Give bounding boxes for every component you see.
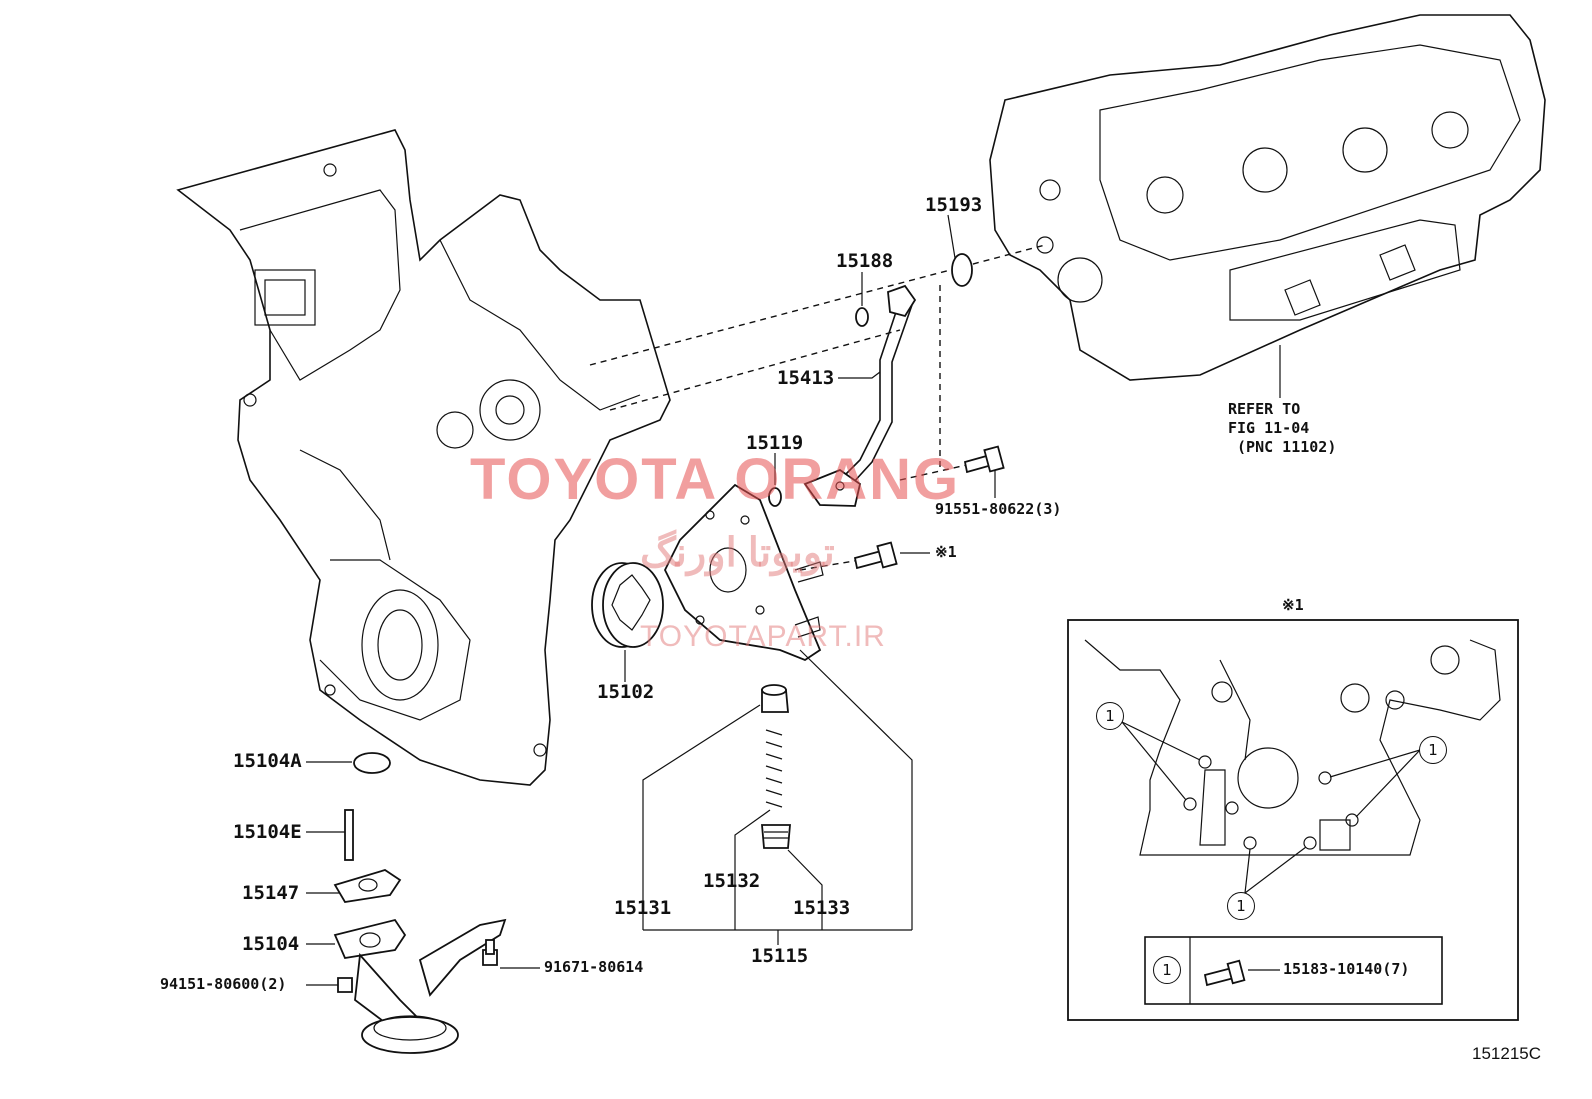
figure-code: 151215C — [1472, 1044, 1542, 1063]
inset-box-drawing — [1067, 619, 1519, 1021]
label-91671-80614: 91671-80614 — [544, 958, 644, 976]
bolt-note1 — [853, 541, 898, 570]
label-15413: 15413 — [777, 367, 835, 389]
leader-lines — [306, 214, 1281, 986]
oil-pump-drawing — [663, 483, 824, 662]
label-15188: 15188 — [836, 250, 894, 272]
watermark-brand: TOYOTA ORANG — [470, 447, 961, 512]
label-15104a: 15104A — [233, 750, 302, 772]
label-15104e: 15104E — [233, 821, 302, 843]
label-15131: 15131 — [614, 897, 672, 919]
watermark-persian: تویوتا اورنگ — [640, 531, 835, 575]
o-ring-15104a — [353, 752, 391, 774]
label-15133: 15133 — [793, 897, 851, 919]
oil-strainer-drawing — [333, 809, 507, 1054]
label-94151-80600: 94151-80600(2) — [160, 975, 287, 993]
callout-1-bottom: 1 — [1227, 892, 1255, 920]
label-refer-fig: REFER TO FIG 11-04 (PNC 11102) — [1228, 400, 1337, 456]
inset-title: ※1 — [1282, 596, 1304, 614]
oil-pipe-drawing — [803, 284, 917, 507]
callout-1-left: 1 — [1096, 702, 1124, 730]
label-15115: 15115 — [751, 945, 809, 967]
watermark-url: TOYOTAPART.IR — [640, 620, 886, 653]
o-ring-15119 — [768, 487, 782, 507]
o-ring-15193 — [951, 253, 973, 287]
timing-cover-drawing — [176, 129, 671, 786]
label-15132: 15132 — [703, 870, 761, 892]
oil-pump-rotor-drawing — [591, 562, 664, 648]
label-15104: 15104 — [242, 933, 300, 955]
relief-valve-drawing — [761, 684, 791, 849]
label-note1: ※1 — [935, 543, 957, 561]
label-15193: 15193 — [925, 194, 983, 216]
callout-1-right: 1 — [1419, 736, 1447, 764]
label-15119: 15119 — [746, 432, 804, 454]
o-ring-15188 — [855, 307, 869, 327]
bolt-91551 — [963, 445, 1005, 474]
label-15147: 15147 — [242, 882, 300, 904]
label-91551-80622: 91551-80622(3) — [935, 500, 1062, 518]
label-15102: 15102 — [597, 681, 655, 703]
legend-part-15183-10140: 15183-10140(7) — [1283, 960, 1410, 978]
cylinder-block-drawing — [989, 14, 1546, 381]
legend-symbol-1: 1 — [1153, 956, 1181, 984]
